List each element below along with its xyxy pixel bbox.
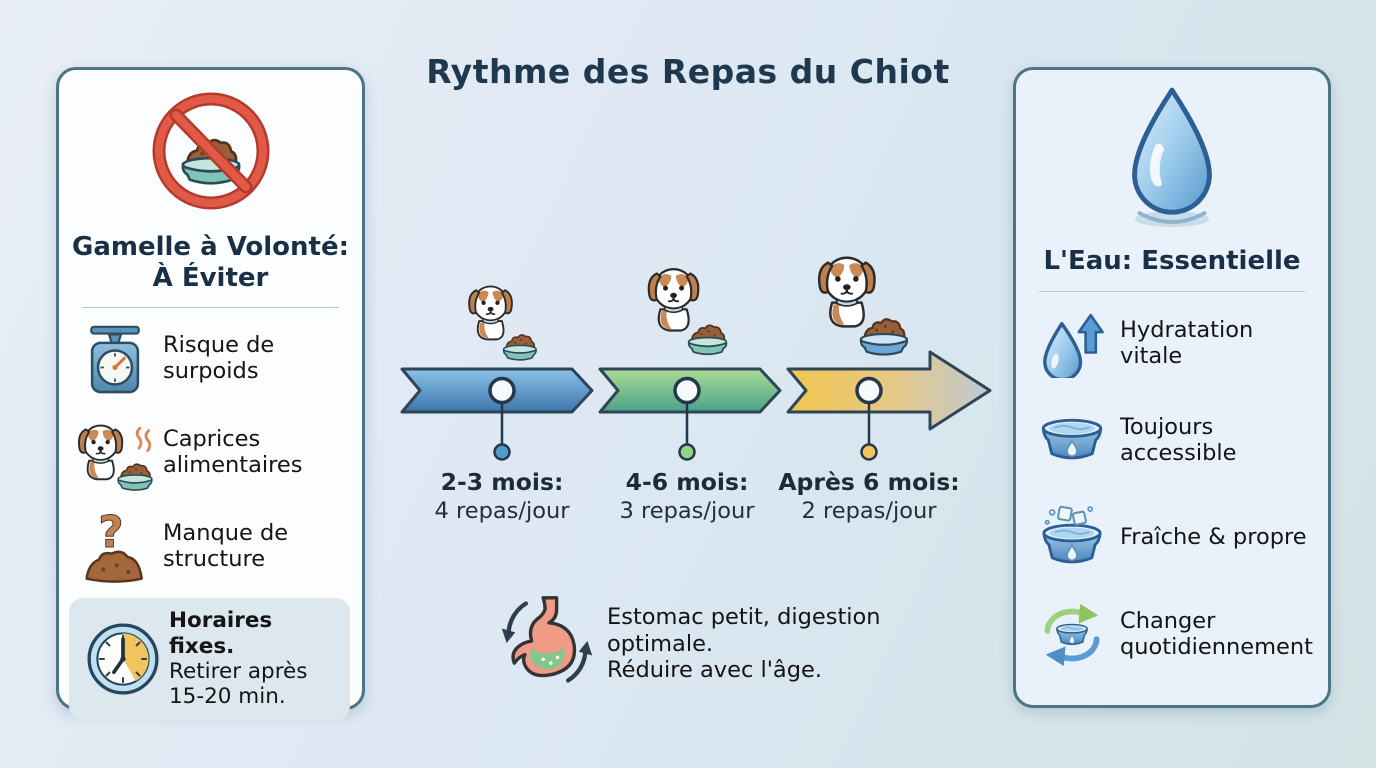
stage-meals: 2 repas/jour — [801, 498, 937, 524]
list-item-label: Hydratation vitale — [1120, 317, 1254, 370]
list-item-fraiche: Fraîche & propre — [1016, 490, 1328, 587]
list-item-risque: Risque de surpoids — [59, 312, 362, 406]
list-item-changer: Changer quotidiennement — [1016, 587, 1328, 684]
left-item-list: Risque de surpoids Caprices alimentaires… — [59, 312, 362, 594]
fixed-schedule-title: Horaires fixes. — [169, 608, 273, 659]
water-drop-icon — [1016, 84, 1328, 234]
medium-puppy-icon — [647, 268, 728, 356]
question-food-icon: ? — [67, 507, 163, 587]
right-item-list: Hydratation vitale Toujours accessible — [1016, 296, 1328, 684]
svg-text:?: ? — [98, 508, 123, 558]
right-panel: L'Eau: Essentielle Hydratation vitale T — [1013, 67, 1331, 708]
stage-label-3: Après 6 mois: 2 repas/jour — [754, 468, 984, 524]
stage-meals: 4 repas/jour — [434, 498, 570, 524]
stage-age: Après 6 mois: — [778, 468, 960, 496]
timeline-marker-2 — [673, 376, 701, 405]
right-panel-header: L'Eau: Essentielle — [1016, 246, 1328, 277]
list-item-label: Fraîche & propre — [1120, 524, 1307, 551]
digestion-note-text: Estomac petit, digestion optimale. Rédui… — [607, 604, 892, 684]
list-item-structure: ? Manque de structure — [59, 500, 362, 594]
left-panel: Gamelle à Volonté: À Éviter Risq — [56, 67, 365, 720]
left-header-line1: Gamelle à Volonté: — [71, 232, 350, 262]
stage-dot-3 — [860, 443, 878, 461]
right-header-text: L'Eau: Essentielle — [1043, 246, 1301, 276]
list-item-hydratation: Hydratation vitale — [1016, 296, 1328, 393]
large-puppy-icon — [817, 256, 909, 356]
scale-icon — [67, 320, 163, 398]
timeline-arrow — [400, 350, 992, 461]
note-line2: Réduire avec l'âge. — [607, 657, 822, 684]
stage-label-2: 4-6 mois: 3 repas/jour — [572, 468, 802, 524]
timeline-marker-3 — [855, 376, 883, 405]
timeline-marker-1 — [488, 376, 516, 405]
stomach-icon — [497, 592, 597, 696]
stage-dot-1 — [493, 443, 511, 461]
page-title: Rythme des Repas du Chiot — [426, 52, 950, 92]
no-free-feeding-icon — [59, 88, 362, 220]
left-header-line2: À Éviter — [152, 262, 269, 293]
refresh-bowl-icon — [1024, 601, 1120, 669]
stage-age: 4-6 mois: — [625, 468, 749, 496]
left-panel-header: Gamelle à Volonté: À Éviter — [59, 232, 362, 293]
water-bowl-icon — [1024, 414, 1120, 468]
sad-puppy-bowl-icon — [67, 413, 163, 493]
list-item-caprices: Caprices alimentaires — [59, 406, 362, 500]
list-item-accessible: Toujours accessible — [1016, 393, 1328, 490]
stage-age: 2-3 mois: — [440, 468, 564, 496]
right-divider — [1039, 290, 1305, 292]
list-item-label: Caprices alimentaires — [163, 426, 303, 479]
list-item-label: Manque de structure — [163, 520, 289, 573]
list-item-label: Risque de surpoids — [163, 332, 275, 385]
stage-meals: 3 repas/jour — [619, 498, 755, 524]
fixed-schedule-detail: Retirer après 15-20 min. — [169, 659, 308, 710]
clock-icon — [77, 621, 169, 697]
note-line1: Estomac petit, digestion optimale. — [607, 604, 881, 657]
list-item-label: Toujours accessible — [1120, 414, 1237, 467]
fixed-schedule-text: Horaires fixes. Retirer après 15-20 min. — [169, 608, 342, 709]
ice-bowl-icon — [1024, 504, 1120, 572]
list-item-label: Changer quotidiennement — [1120, 608, 1313, 661]
drop-up-arrow-icon — [1024, 310, 1120, 379]
stage-label-1: 2-3 mois: 4 repas/jour — [387, 468, 617, 524]
stage-dot-2 — [678, 443, 696, 461]
left-divider — [81, 307, 340, 309]
digestion-note: Estomac petit, digestion optimale. Rédui… — [497, 592, 892, 696]
fixed-schedule-callout: Horaires fixes. Retirer après 15-20 min. — [69, 598, 350, 720]
